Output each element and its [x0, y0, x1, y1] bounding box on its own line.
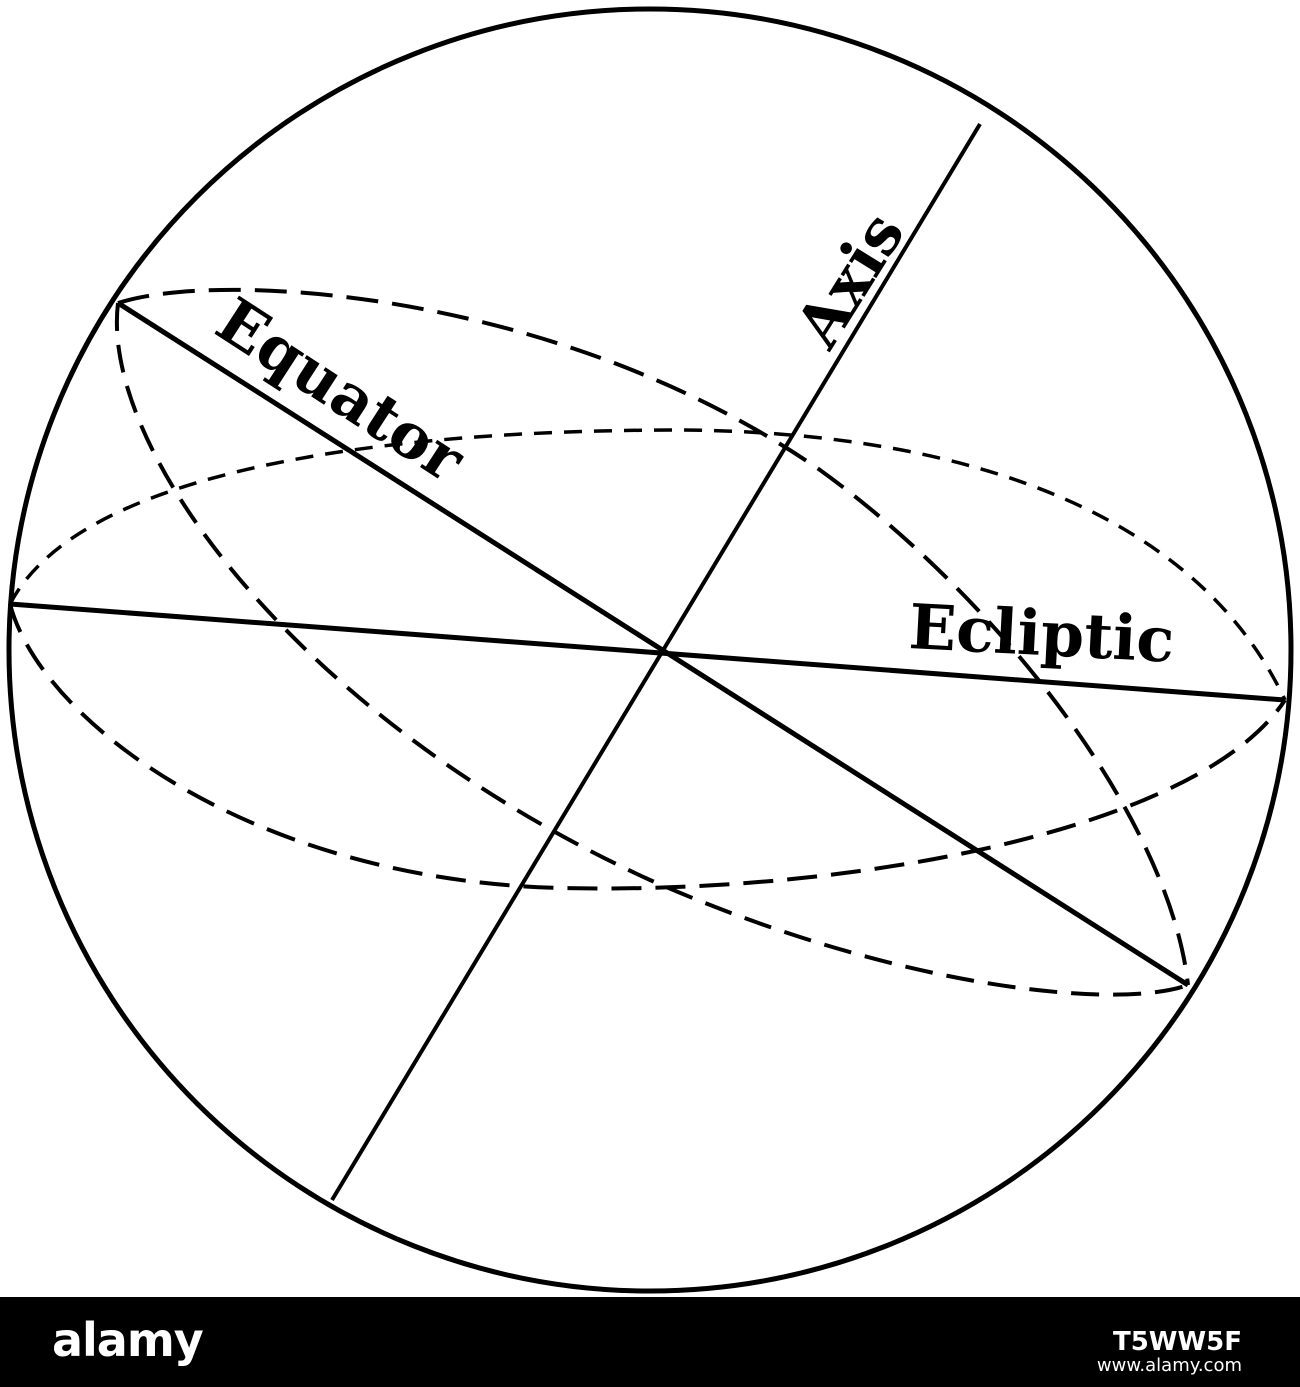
alamy-logo: alamy: [52, 1313, 204, 1367]
sphere-svg: Axis Equator Ecliptic: [6, 6, 1294, 1294]
celestial-sphere-diagram: Axis Equator Ecliptic: [6, 6, 1294, 1294]
equator-label: Equator: [204, 283, 478, 497]
site-url: www.alamy.com: [1096, 1355, 1242, 1376]
axis-label: Axis: [780, 200, 918, 361]
ecliptic-circle: [8, 428, 1287, 891]
ecliptic-label: Ecliptic: [907, 590, 1176, 677]
ecliptic-line: [9, 601, 1286, 703]
equator-line: [116, 300, 1190, 988]
image-code: T5WW5F: [1112, 1327, 1242, 1357]
watermark-bar: alamy T5WW5F www.alamy.com: [0, 1297, 1300, 1387]
axis-line: [330, 122, 982, 1202]
sphere-outline: [6, 6, 1294, 1294]
equator-circle: [114, 287, 1190, 997]
